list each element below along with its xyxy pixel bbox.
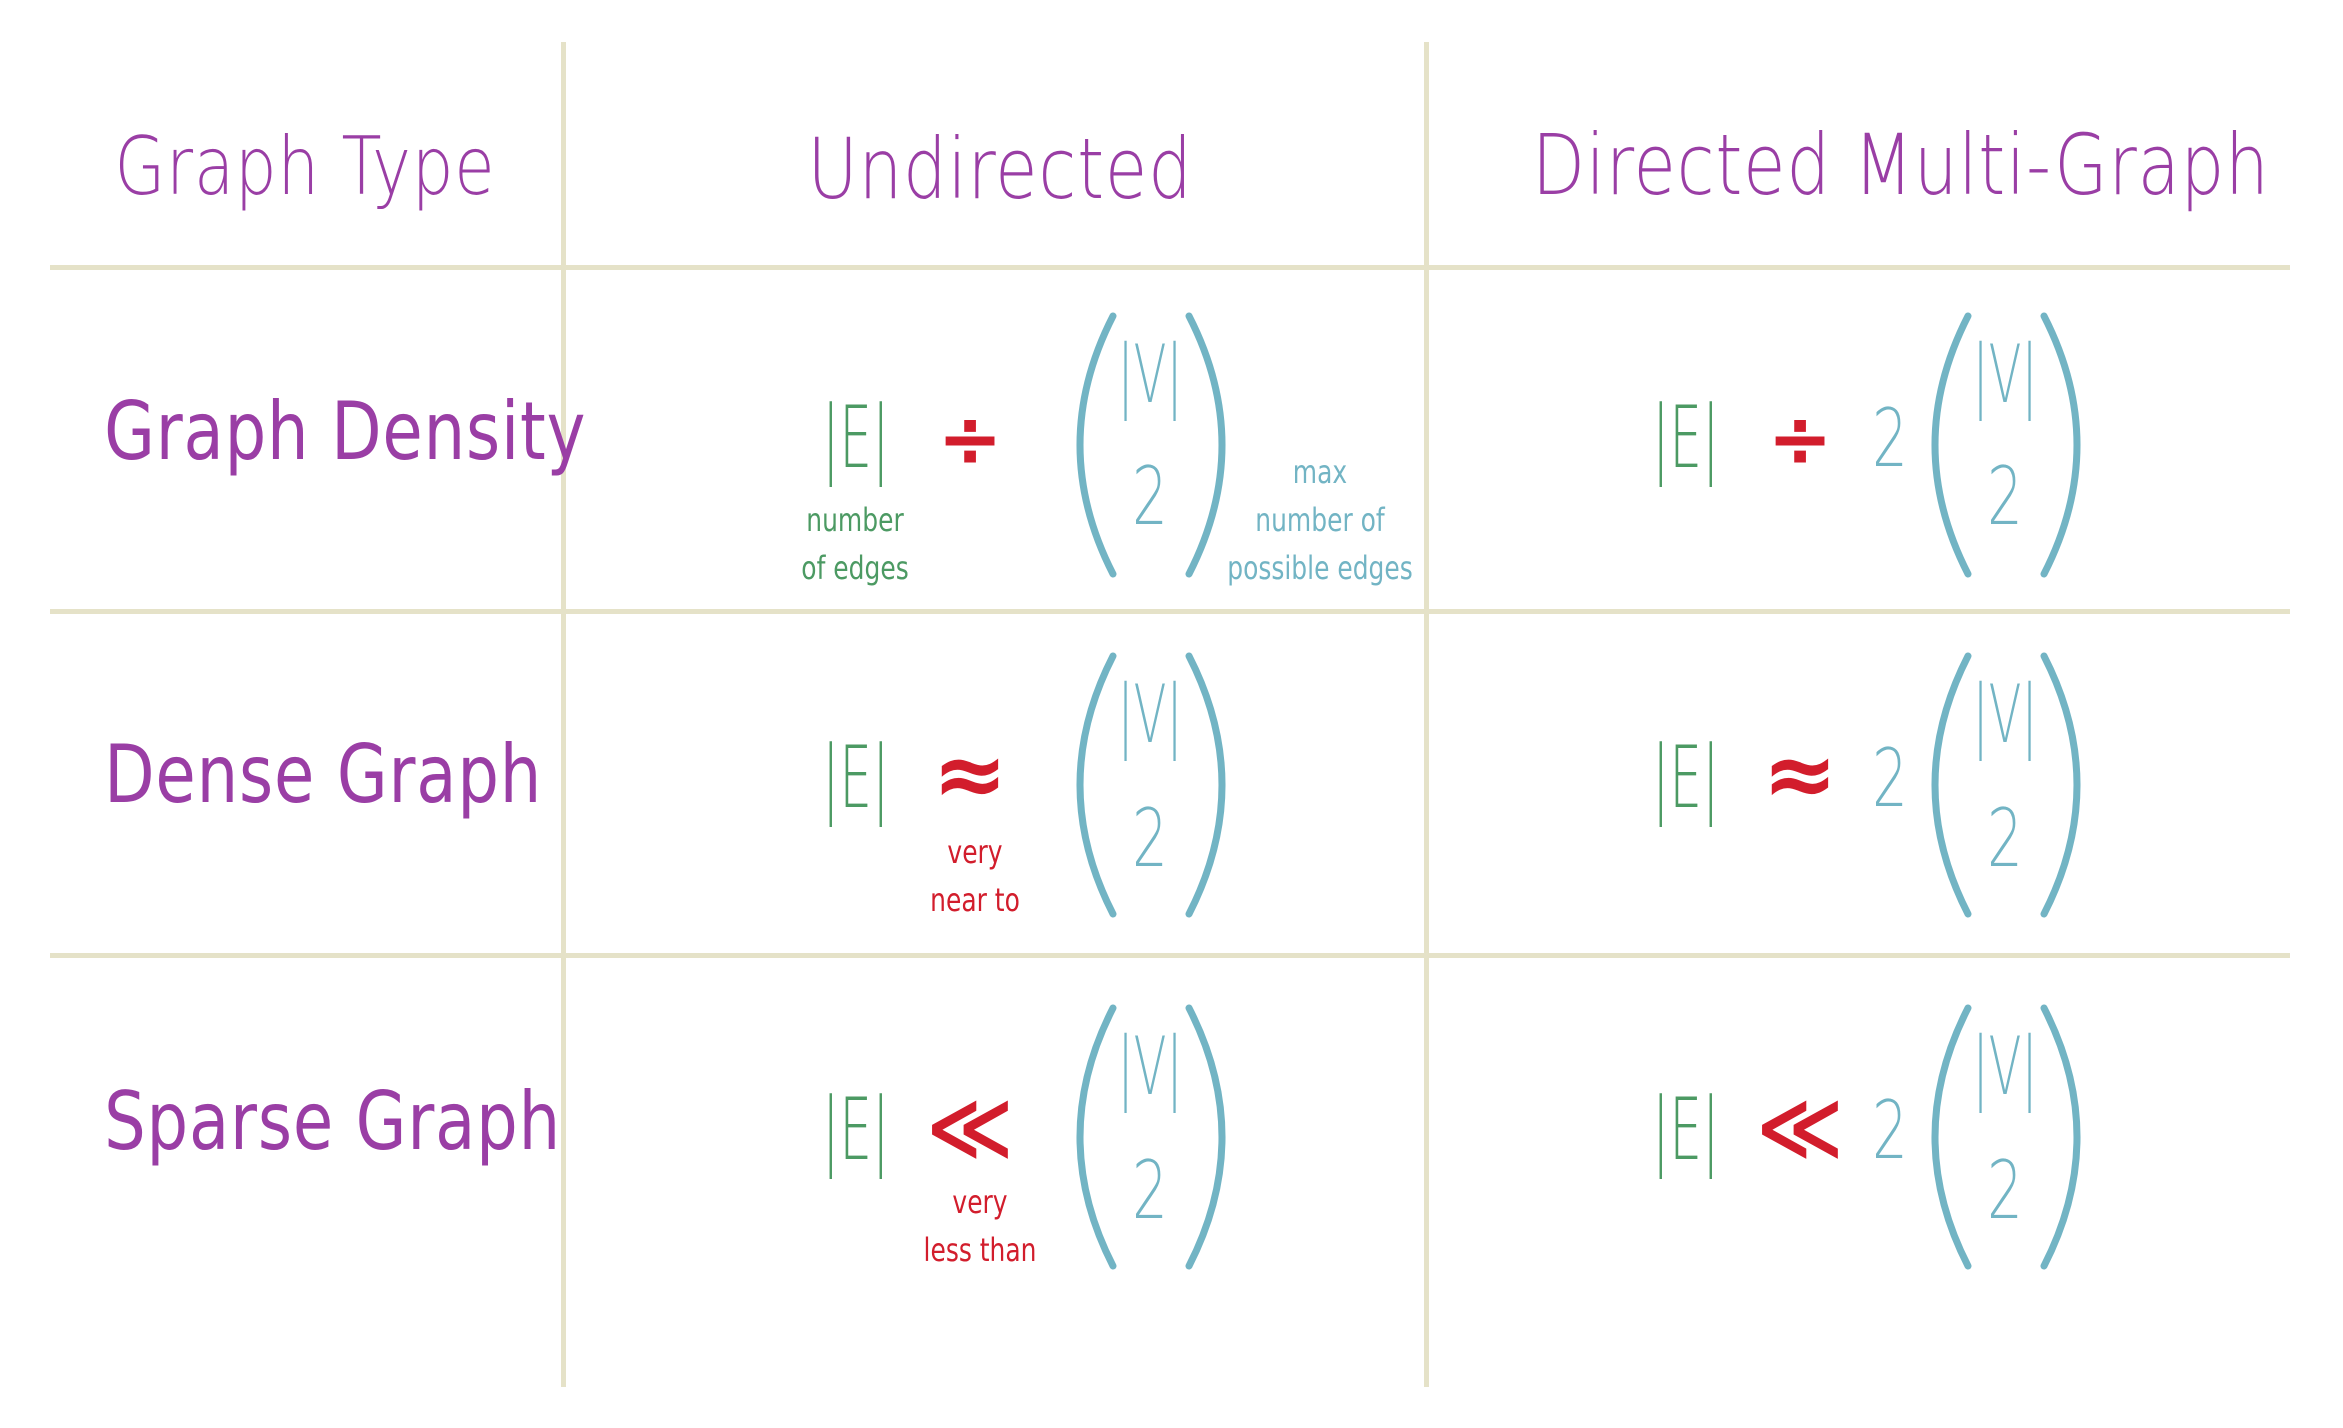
edge-count-symbol: |E| xyxy=(1652,1080,1720,1180)
binomial-right-paren xyxy=(2040,652,2081,918)
approx-operator: ≈ xyxy=(932,722,1008,827)
vertex-count-symbol: |V| xyxy=(1972,668,2038,761)
divide-operator: ÷ xyxy=(1767,395,1833,485)
binomial-bottom-2: 2 xyxy=(1987,792,2023,885)
binomial-right-paren xyxy=(2040,312,2081,578)
binomial-right-paren xyxy=(1185,652,1226,918)
binomial-bottom-2: 2 xyxy=(1132,1144,1168,1237)
grid-line-col2 xyxy=(1424,42,1429,1387)
binomial-left-paren xyxy=(1076,652,1117,918)
row-label-sparse-graph: Sparse Graph xyxy=(104,1075,562,1168)
binomial-bottom-2: 2 xyxy=(1987,1144,2023,1237)
binomial-left-paren xyxy=(1076,1004,1117,1270)
binomial-right-paren xyxy=(1185,312,1226,578)
grid-line-header xyxy=(50,265,2290,270)
header-undirected: Undirected xyxy=(807,120,1193,218)
binomial-left-paren xyxy=(1931,312,1972,578)
edge-count-symbol: |E| xyxy=(822,1080,890,1180)
note-very-less-than: very less than xyxy=(923,1183,1037,1269)
binomial-bottom-2: 2 xyxy=(1132,792,1168,885)
grid-line-col1 xyxy=(561,42,566,1387)
vertex-count-symbol: |V| xyxy=(1117,668,1183,761)
header-graph-type: Graph Type xyxy=(114,120,496,213)
binomial-right-paren xyxy=(1185,1004,1226,1270)
note-number-of-edges: number of edges xyxy=(801,501,909,587)
vertex-count-symbol: |V| xyxy=(1972,1020,2038,1113)
binomial-left-paren xyxy=(1931,652,1972,918)
binomial-bottom-2: 2 xyxy=(1987,450,2023,543)
note-very-near-to: very near to xyxy=(930,833,1020,919)
coefficient-2: 2 xyxy=(1872,1084,1908,1177)
binomial-left-paren xyxy=(1076,312,1117,578)
row-label-dense-graph: Dense Graph xyxy=(104,728,543,821)
coefficient-2: 2 xyxy=(1872,392,1908,485)
header-directed-multigraph: Directed Multi-Graph xyxy=(1532,116,2270,214)
vertex-count-symbol: |V| xyxy=(1117,328,1183,421)
edge-count-symbol: |E| xyxy=(822,728,890,828)
binomial-right-paren xyxy=(2040,1004,2081,1270)
coefficient-2: 2 xyxy=(1872,732,1908,825)
grid-line-row1 xyxy=(50,609,2290,614)
note-max-possible-edges: max number of possible edges xyxy=(1227,453,1413,587)
divide-operator: ÷ xyxy=(937,395,1003,485)
vertex-count-symbol: |V| xyxy=(1972,328,2038,421)
much-less-than-operator: ≪ xyxy=(926,1078,1014,1176)
row-label-graph-density: Graph Density xyxy=(104,385,587,478)
vertex-count-symbol: |V| xyxy=(1117,1020,1183,1113)
binomial-bottom-2: 2 xyxy=(1132,450,1168,543)
binomial-left-paren xyxy=(1931,1004,1972,1270)
grid-line-row2 xyxy=(50,953,2290,958)
edge-count-symbol: |E| xyxy=(1652,388,1720,488)
edge-count-symbol: |E| xyxy=(1652,728,1720,828)
much-less-than-operator: ≪ xyxy=(1756,1078,1844,1176)
edge-count-symbol: |E| xyxy=(822,388,890,488)
approx-operator: ≈ xyxy=(1762,722,1838,827)
